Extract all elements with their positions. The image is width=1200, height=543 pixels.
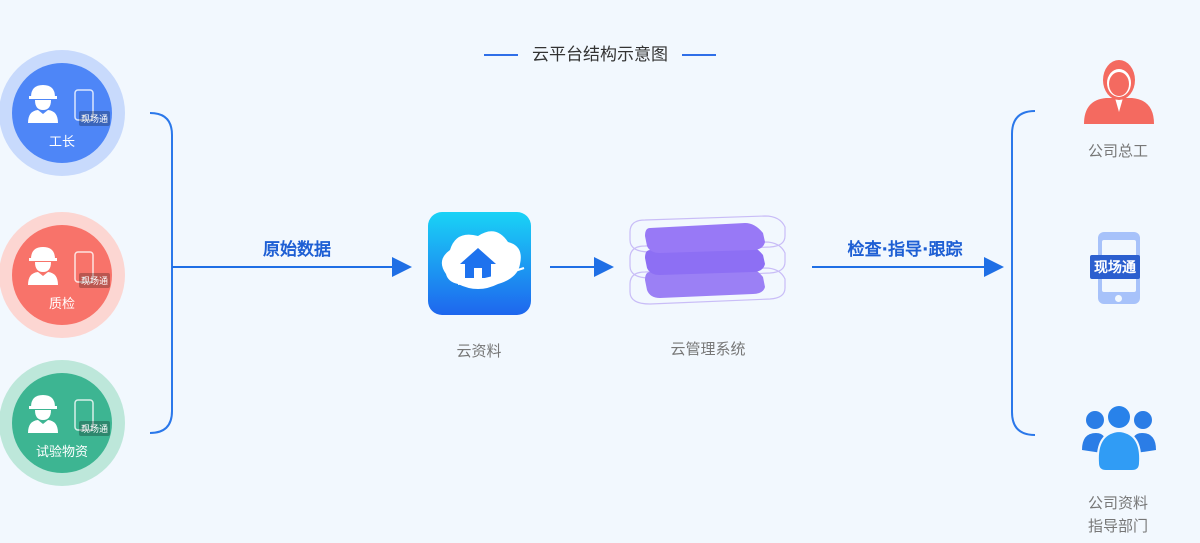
cloud-data-icon — [428, 212, 531, 315]
guidance-dept-label: 指导部门 — [1087, 517, 1148, 535]
cloud-data-label: 云资料 — [456, 342, 502, 360]
company-data-dept-label: 公司资料指导部门 — [1038, 492, 1198, 538]
chief-engineer-label: 公司总工 — [1087, 142, 1148, 160]
xianchangtong-tag: 现场通 — [79, 111, 111, 126]
xianchangtong-tag: 现场通 — [79, 421, 111, 436]
cloud-management-label: 云管理系统 — [670, 340, 746, 358]
role-circle-inner: 现场通 质检 — [12, 225, 112, 325]
worker-helmet-icon — [28, 85, 58, 123]
right-bracket — [1011, 110, 1036, 436]
diagram-title: 云平台结构示意图 — [0, 40, 1200, 65]
role-circle-inner: 现场通 工长 — [12, 63, 112, 163]
chief-engineer-icon — [1084, 60, 1154, 124]
left-bracket — [149, 112, 173, 434]
layer-top — [645, 223, 765, 253]
phone-icon — [74, 251, 94, 283]
role-label: 质检 — [48, 297, 75, 312]
worker-helmet-icon — [28, 395, 58, 433]
role-circle: 现场通 质检 — [0, 212, 125, 338]
title-dash-right — [682, 54, 716, 56]
title-text: 云平台结构示意图 — [532, 45, 668, 65]
cloud-management-layers-icon — [629, 215, 786, 305]
xianchangtong-tag: 现场通 — [79, 273, 111, 288]
role-label: 试验物资 — [35, 445, 88, 460]
raw-data-label: 原始数据 — [263, 240, 331, 260]
role-circle: 现场通 试验物资 — [0, 360, 125, 486]
phone-icon — [74, 399, 94, 431]
check-guide-track-label: 检查·指导·跟踪 — [847, 240, 963, 260]
role-label: 工长 — [48, 135, 75, 150]
company-data-label: 公司资料 — [1087, 494, 1148, 512]
team-icon — [1082, 406, 1156, 471]
role-circle: 现场通 工长 — [0, 50, 125, 176]
role-circle-inner: 现场通 试验物资 — [12, 373, 112, 473]
worker-helmet-icon — [28, 247, 58, 285]
title-dash-left — [484, 54, 518, 56]
phone-icon — [74, 89, 94, 121]
xianchangtong-badge: 现场通 — [1090, 255, 1140, 279]
layer-bottom — [645, 267, 765, 298]
